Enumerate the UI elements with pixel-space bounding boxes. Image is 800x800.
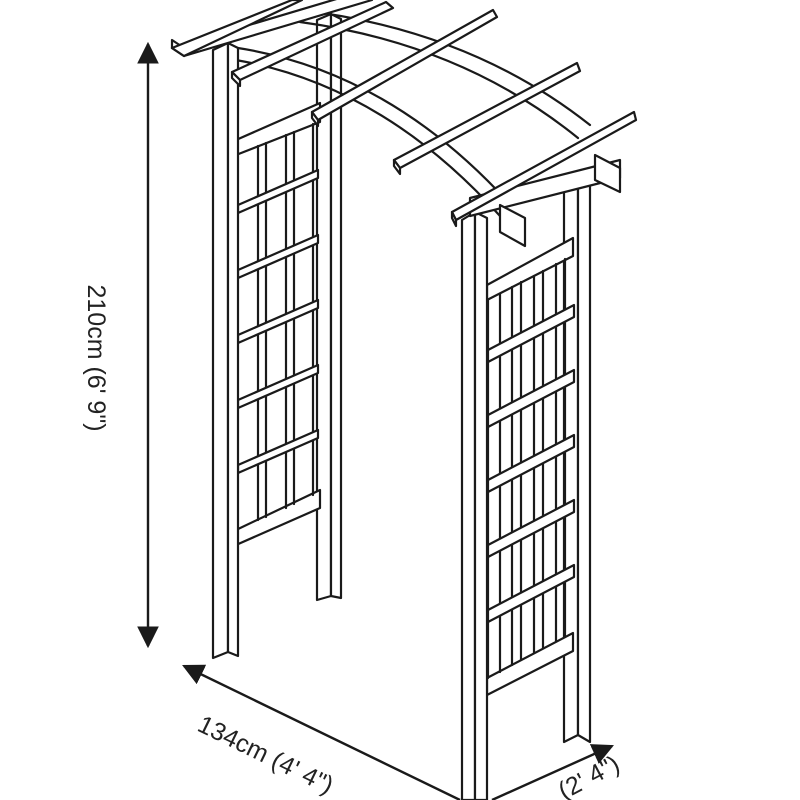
back-left-post — [315, 12, 343, 602]
width-dimension-arrow — [182, 664, 461, 800]
roof-slat-1 — [170, 0, 304, 58]
roof-slat-2 — [230, 0, 395, 88]
depth-dimension-arrow — [491, 744, 614, 800]
left-trellis-panel — [234, 101, 322, 547]
tie-beam-right — [468, 153, 622, 248]
front-right-post — [460, 210, 489, 800]
front-left-post — [211, 41, 240, 660]
roof-slat-3 — [310, 8, 499, 128]
right-trellis-panel — [485, 236, 576, 697]
height-label: 210cm (6' 9") — [82, 284, 110, 431]
roof-slat-5 — [450, 110, 638, 228]
roof-slat-4 — [392, 61, 582, 176]
width-label: 134cm (4' 4") — [193, 710, 337, 800]
